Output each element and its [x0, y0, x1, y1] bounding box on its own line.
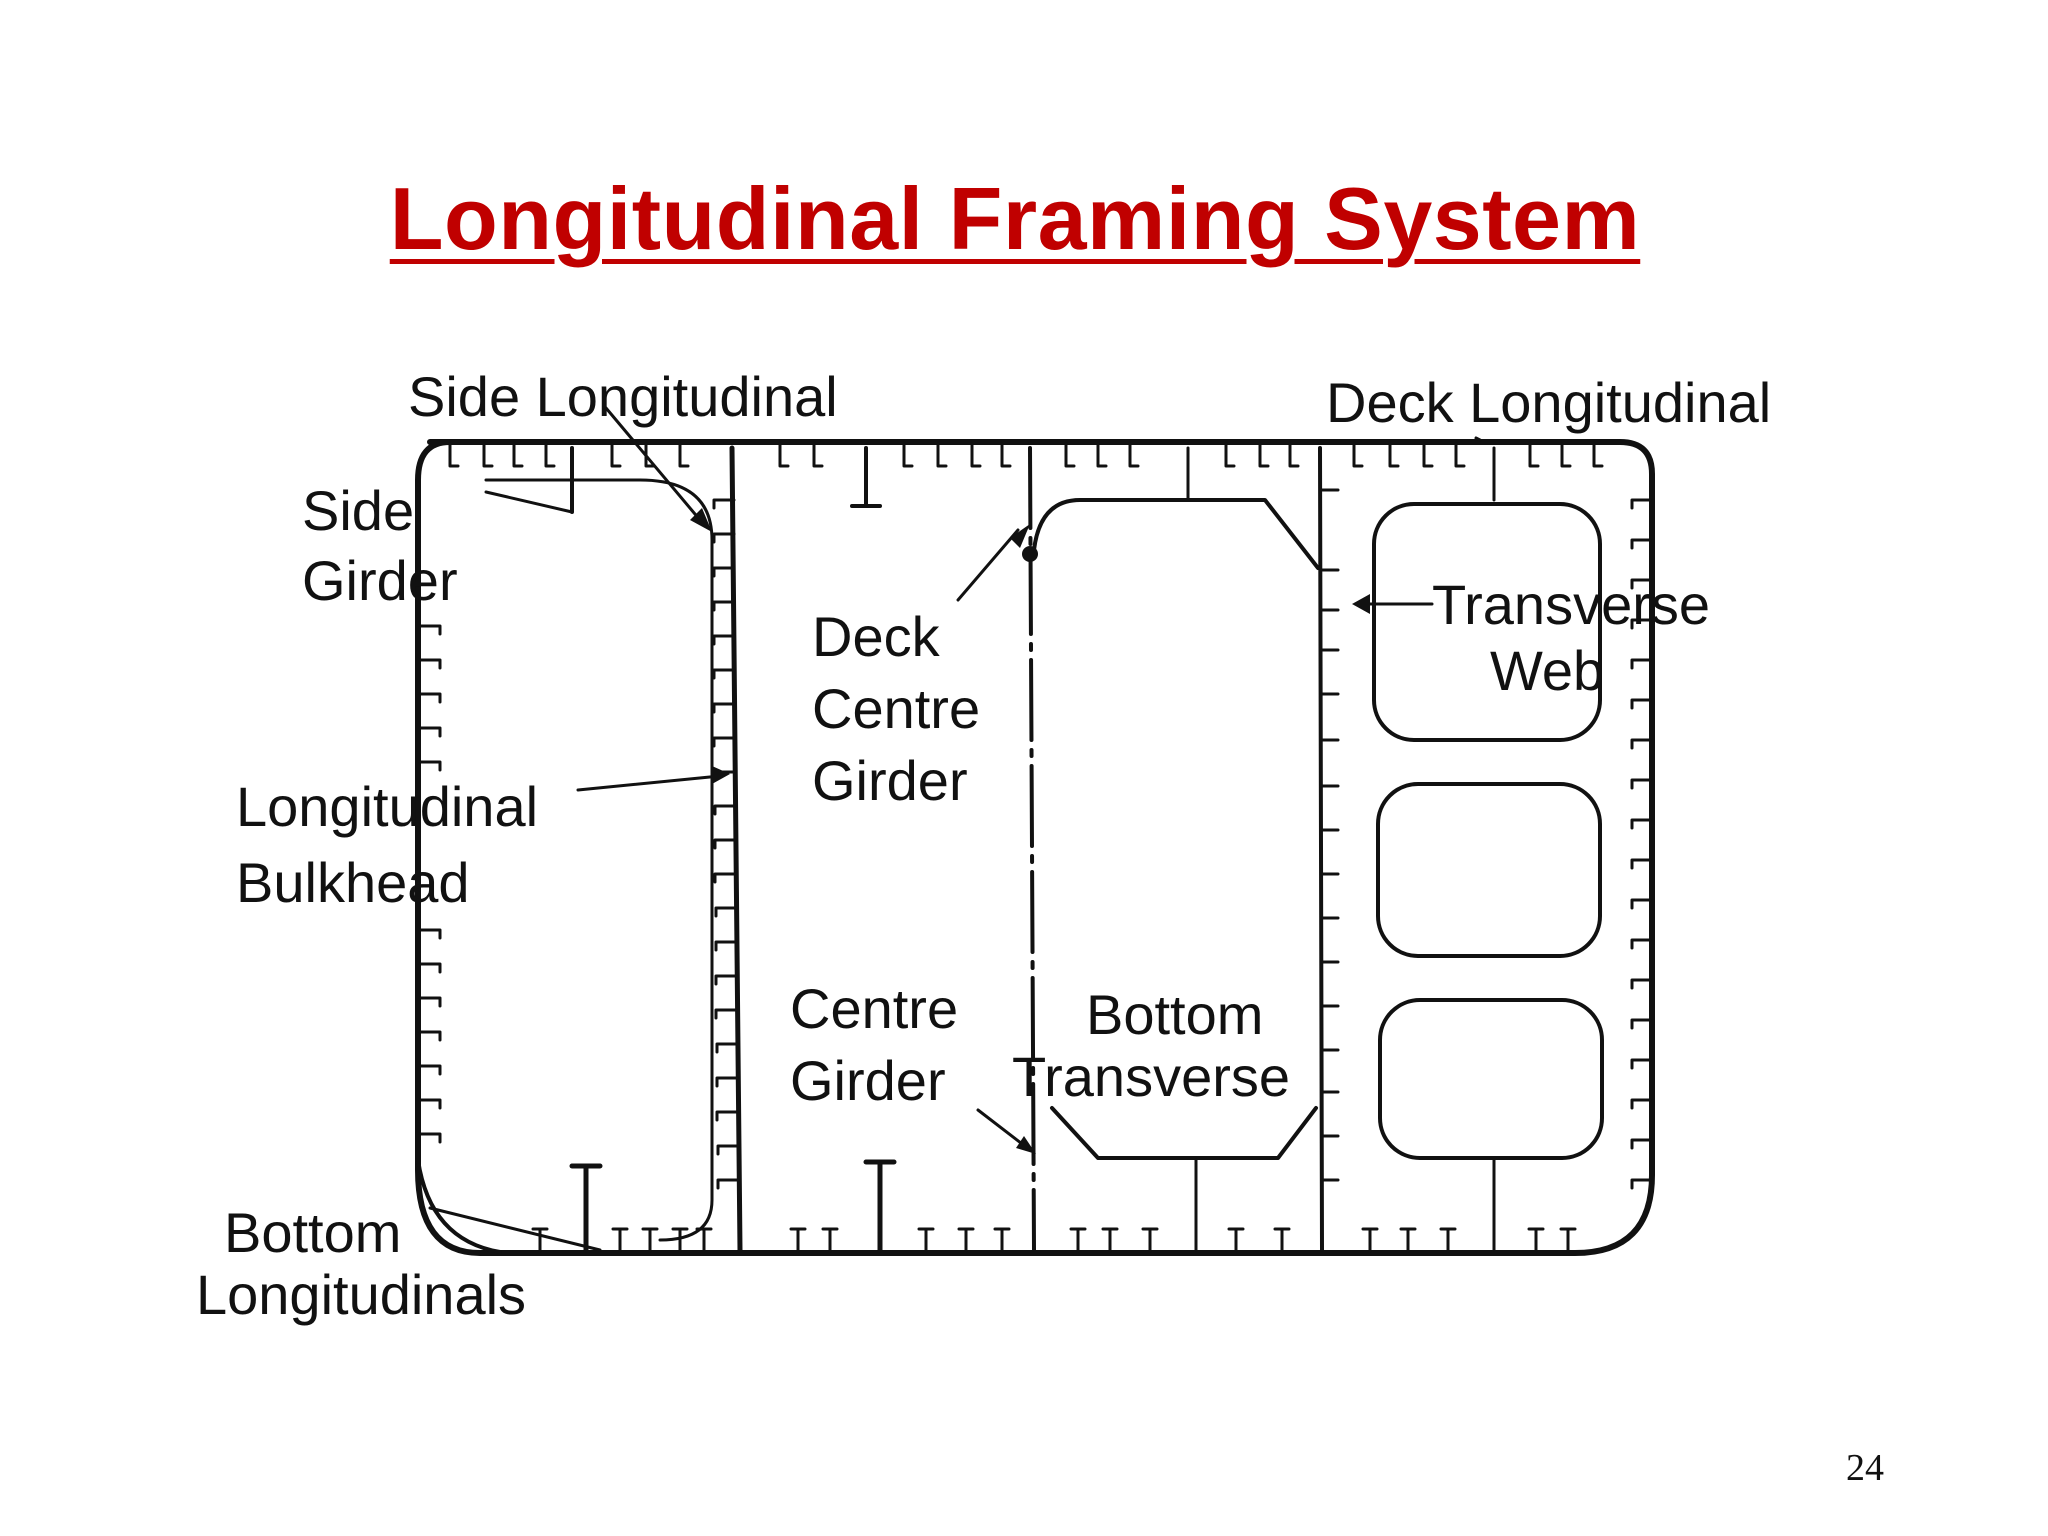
side-transverse-line — [1318, 446, 1324, 1252]
label-transverse-web-line2: Web — [1490, 639, 1605, 702]
bilge-curve — [416, 1158, 502, 1254]
label-centre-girder-line1: Centre — [790, 977, 959, 1040]
side-longitudinals-left — [418, 624, 442, 1144]
centre-line — [1028, 446, 1036, 1252]
bulkhead-longitudinals — [712, 498, 740, 1190]
hull-outline — [415, 439, 1655, 1256]
label-side-girder-line2: Girder — [302, 549, 458, 612]
label-bottom-longitudinals-line1: Bottom — [224, 1201, 402, 1264]
web-opening-bottom — [1378, 998, 1604, 1160]
label-bottom-transverse-line2: Transverse — [1012, 1045, 1291, 1108]
web-opening-top — [1372, 502, 1602, 742]
deck-transverse — [1032, 498, 1320, 570]
label-side-longitudinal: Side Longitudinal — [408, 365, 838, 428]
deck-longitudinals — [448, 442, 1604, 468]
label-deck-centre-girder-line3: Girder — [812, 749, 968, 812]
label-centre-girder-line2: Girder — [790, 1049, 946, 1112]
label-longitudinal-bulkhead-line2: Bulkhead — [236, 851, 470, 914]
page-number: 24 — [1846, 1447, 1884, 1489]
label-longitudinal-bulkhead-line1: Longitudinal — [236, 775, 539, 838]
longitudinal-bulkhead-line — [729, 445, 743, 1253]
web-frame-stiffeners — [1320, 488, 1340, 1182]
label-bottom-longitudinals-line2: Longitudinals — [196, 1263, 527, 1326]
label-side-girder-line1: Side — [302, 479, 415, 542]
label-deck-longitudinal: Deck Longitudinal — [1326, 371, 1772, 434]
side-longitudinals-right — [1630, 498, 1652, 1190]
slide-title: Longitudinal Framing System — [389, 169, 1641, 268]
web-opening-middle — [1376, 782, 1602, 958]
label-deck-centre-girder-line1: Deck — [812, 605, 940, 668]
label-transverse-web-line1: Transverse — [1432, 573, 1711, 636]
bottom-transverse — [1050, 1106, 1318, 1160]
bottom-longitudinals — [531, 1227, 1577, 1253]
label-deck-centre-girder-line2: Centre — [812, 677, 981, 740]
label-bottom-transverse-line1: Bottom — [1086, 983, 1264, 1046]
side-girder-curve — [484, 478, 714, 1242]
